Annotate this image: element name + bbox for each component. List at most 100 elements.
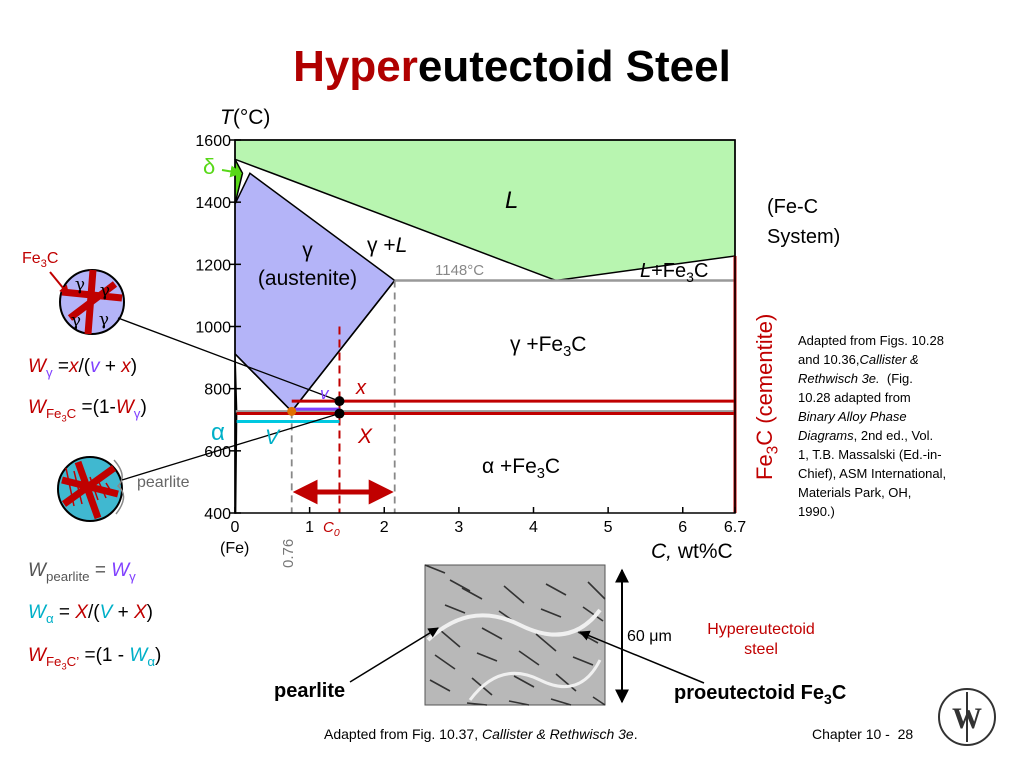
label-gamma-liquid-l: L xyxy=(395,234,408,257)
footer-adapted-c: . xyxy=(633,726,638,742)
fwfp-sub-end: C’ xyxy=(66,653,80,669)
fwfp-sub: Fe3C’ xyxy=(45,653,80,672)
fe3c-boundary-icon xyxy=(61,269,123,335)
a3-line xyxy=(234,353,293,412)
fwa-plus: + xyxy=(117,602,129,623)
label-gamma-fe3c: γ +Fe3C xyxy=(510,333,586,360)
note-l2b: Callister & xyxy=(859,352,919,367)
x-axis-title: C, wt%C xyxy=(651,540,733,564)
fwp-sub2: γ xyxy=(129,568,136,584)
pearlite-lamella-0 xyxy=(65,467,75,507)
y-axis-var: T xyxy=(220,106,233,129)
micrograph-label-proeutectoid: proeutectoid Fe3C xyxy=(674,682,846,707)
note-l1: Adapted from Figs. 10.28 xyxy=(798,333,944,348)
fwfp-sub-sub: 3 xyxy=(61,661,67,672)
fwp-sub: pearlite xyxy=(45,568,90,584)
micrograph-label-pearlite: pearlite xyxy=(274,680,346,702)
label-l-fe3c-l: L xyxy=(640,260,652,282)
tie-label-x: x xyxy=(356,377,366,399)
x-tick-label-0: 0 xyxy=(231,519,240,536)
fwf-W2: W xyxy=(115,397,134,418)
label-cementite-end: C (cementite) xyxy=(752,313,777,446)
y-tick-label-4: 1200 xyxy=(195,257,231,274)
x-tick-label-7: 6.7 xyxy=(724,519,746,536)
note-l5: Binary Alloy Phase xyxy=(798,407,1008,426)
pearlite-lamella-5 xyxy=(105,482,115,497)
fwg-x: x xyxy=(68,356,79,377)
micrograph-lamella-13 xyxy=(545,583,567,596)
micrograph-lamella-25 xyxy=(449,579,471,592)
micrograph-label-pro-main: proeutectoid Fe xyxy=(674,682,825,704)
y-tick-label-5: 1400 xyxy=(195,195,231,212)
grain-gamma-bl: γ xyxy=(71,311,81,331)
footer-adapted-b: Callister & Rethwisch 3e xyxy=(481,726,634,742)
y-axis-unit: (°C) xyxy=(232,106,271,129)
micrograph-boundary-a xyxy=(426,608,602,642)
formula-w-pearlite: Wpearlite = Wγ xyxy=(28,560,136,584)
pearlite-pointer-arrow xyxy=(349,627,439,683)
micrograph-lamella-0 xyxy=(424,564,446,574)
fwf-sub-sub: 3 xyxy=(61,413,67,424)
y-tick-label-6: 1600 xyxy=(195,133,231,150)
micro-top-label-end: C xyxy=(46,250,59,267)
micrograph-lamella-15 xyxy=(439,629,461,648)
note-l6: Diagrams, 2nd ed., Vol. xyxy=(798,426,1008,445)
micrograph-background xyxy=(424,564,606,706)
micrograph-lamella-19 xyxy=(587,581,606,600)
label-eutectoid-comp: 0.76 xyxy=(280,538,297,568)
formula-w-alpha: Wα = X/(V + X) xyxy=(28,602,153,626)
micrograph-lamella-12 xyxy=(508,700,530,706)
micrograph-caption: Hypereutectoid steel xyxy=(686,620,836,660)
micrograph-lamella-7 xyxy=(503,585,525,604)
label-delta: δ xyxy=(203,154,216,179)
fwa-W: W xyxy=(28,602,46,623)
label-l-fe3c-sub: 3 xyxy=(686,269,694,285)
x-axis-fe-label: (Fe) xyxy=(220,540,250,557)
fwfp-sub-main: Fe xyxy=(45,653,62,669)
micrograph-lamella-18 xyxy=(550,698,572,706)
label-austenite-word: (austenite) xyxy=(257,267,358,290)
micrograph-lamella-14 xyxy=(582,606,604,622)
micrograph-image xyxy=(349,564,705,706)
pearlite-lamella-4 xyxy=(97,479,107,499)
note-l10: 1990.) xyxy=(798,504,835,519)
micro-top-label: Fe3C xyxy=(22,250,58,270)
note-l3: Rethwisch 3e. (Fig. xyxy=(798,369,1008,388)
pearlite-brace-icon xyxy=(113,459,125,515)
label-cementite-sub: 3 xyxy=(764,445,782,455)
austenite-leader-line xyxy=(117,317,340,402)
micro-pearlite-label: pearlite xyxy=(137,474,190,491)
proeutectoid-pointer-arrow xyxy=(579,630,705,684)
fwf-sub-main: Fe xyxy=(45,405,62,421)
label-alpha-fe3c-main: α +Fe xyxy=(482,455,537,478)
y-tick-label-0: 400 xyxy=(204,506,231,523)
fwp-eq: = xyxy=(94,560,106,581)
fwa-close: ) xyxy=(146,602,153,623)
label-alpha-fe3c: α +Fe3C xyxy=(482,455,560,482)
label-gamma-fe3c-end: C xyxy=(571,333,587,356)
x-tick-label-4: 4 xyxy=(529,519,538,536)
x-tick-label-2: 2 xyxy=(380,519,389,536)
micrograph-lamella-10 xyxy=(434,654,456,670)
label-liquid: L xyxy=(505,187,519,214)
label-alpha-fe3c-end: C xyxy=(544,455,561,478)
fwf-W: W xyxy=(28,397,46,418)
x-axis-unit: wt%C xyxy=(677,540,733,563)
micrograph-lamella-6 xyxy=(466,702,488,706)
label-gamma-fe3c-main: γ +Fe xyxy=(510,333,564,356)
label-austenite-gamma: γ xyxy=(302,239,313,262)
micrograph-lamella-8 xyxy=(540,608,562,618)
label-cementite: Fe3C (cementite) xyxy=(752,314,782,480)
fwa-sub: α xyxy=(45,610,54,626)
x-tick-label-1: 1 xyxy=(305,519,314,536)
tie-label-X: X xyxy=(358,425,373,448)
x-tick-label-6: 6 xyxy=(678,519,687,536)
micrograph-lamella-24 xyxy=(592,696,606,706)
fwa-V: V xyxy=(99,602,113,623)
label-austenite: γ (austenite) xyxy=(240,237,375,293)
fwg-sub: γ xyxy=(45,364,53,380)
fwg-W: W xyxy=(28,356,46,377)
fwf-close: ) xyxy=(140,397,147,418)
